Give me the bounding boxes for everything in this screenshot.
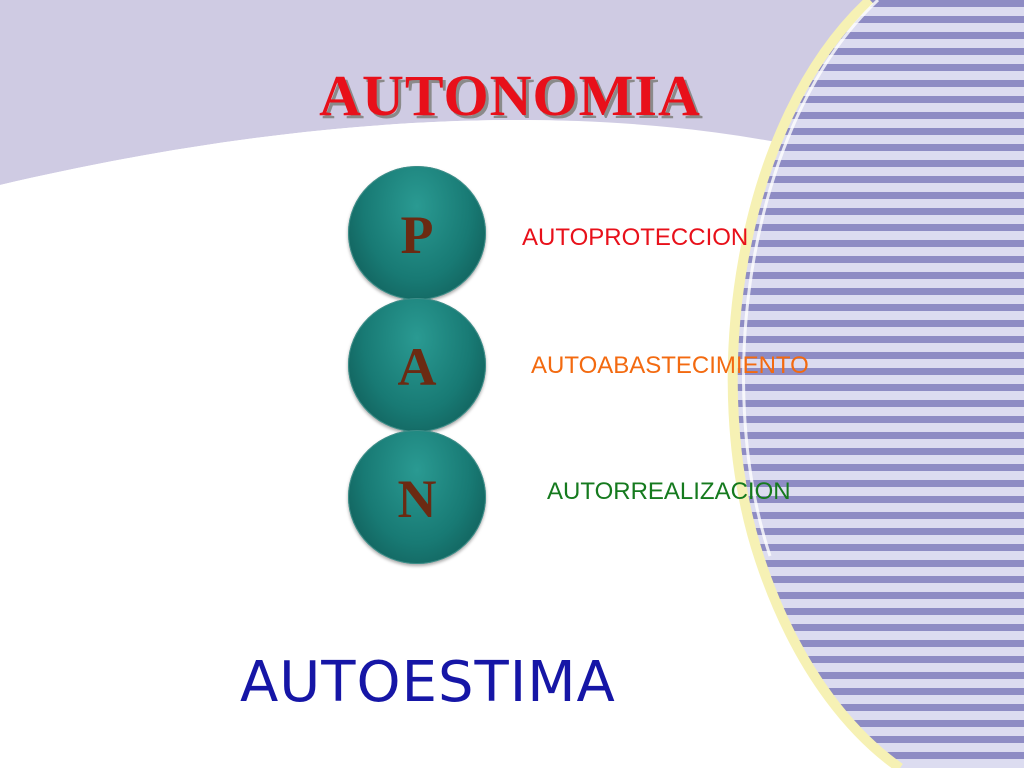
footer-autoestima: AUTOESTIMA	[240, 650, 616, 715]
label-autoabastecimiento: AUTOABASTECIMIENTO	[531, 352, 809, 379]
label-autorrealizacion: AUTORREALIZACION	[547, 478, 791, 505]
circle-letter-a: A	[397, 337, 437, 397]
circle-a: A	[348, 298, 486, 432]
circle-letter-p: P	[400, 205, 434, 265]
circle-letter-n: N	[397, 469, 437, 529]
circle-n: N	[348, 430, 486, 564]
slide-title: AUTONOMIA	[319, 63, 701, 128]
circle-p: P	[348, 166, 486, 300]
label-autoproteccion: AUTOPROTECCION	[522, 224, 749, 251]
